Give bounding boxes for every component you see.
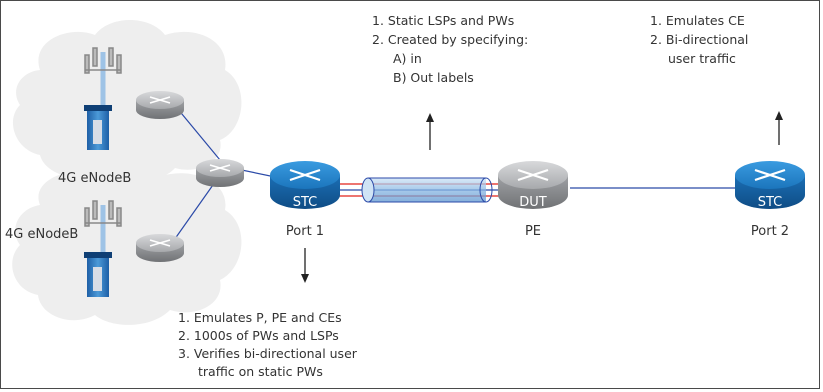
pseudowire-tunnel <box>361 177 493 203</box>
center-note-line: 1. Static LSPs and PWs <box>372 13 514 28</box>
bottom-note-line: 2. 1000s of PWs and LSPs <box>178 328 339 343</box>
right-note-line: 1. Emulates CE <box>650 13 745 28</box>
stc-port1-badge: STC <box>293 195 318 210</box>
bottom-note-line: traffic on static PWs <box>198 364 323 379</box>
center-note-line: B) Out labels <box>393 70 474 85</box>
router-icon <box>196 159 244 187</box>
shelter-icon <box>84 252 112 297</box>
port2-label: Port 2 <box>751 224 789 239</box>
center-note-line: 2. Created by specifying: <box>372 32 528 47</box>
dut-device <box>498 161 568 209</box>
dut-badge: DUT <box>519 195 547 210</box>
cloud-top <box>12 20 242 182</box>
pe-label: PE <box>525 224 541 239</box>
port1-label: Port 1 <box>286 224 324 239</box>
shelter-icon <box>84 105 112 150</box>
enodeb-label-top: 4G eNodeB <box>58 171 131 186</box>
center-note-line: A) in <box>393 51 422 66</box>
bottom-note-line: 3. Verifies bi-directional user <box>178 346 358 361</box>
cloud-bottom <box>12 163 242 325</box>
router-icon <box>136 234 184 262</box>
router-icon <box>136 91 184 119</box>
enodeb-label-bottom: 4G eNodeB <box>5 227 78 242</box>
right-note: 1. Emulates CE 2. Bi-directional user tr… <box>650 13 748 66</box>
bottom-note: 1. Emulates P, PE and CEs 2. 1000s of PW… <box>178 310 358 379</box>
center-note: 1. Static LSPs and PWs 2. Created by spe… <box>372 13 528 85</box>
stc-port2-device <box>735 161 805 209</box>
right-note-line: 2. Bi-directional <box>650 32 748 47</box>
stc-port2-badge: STC <box>758 195 783 210</box>
arrows <box>301 111 783 283</box>
stc-port1-device <box>270 161 340 209</box>
bottom-note-line: 1. Emulates P, PE and CEs <box>178 310 342 325</box>
right-note-line: user traffic <box>668 51 736 66</box>
